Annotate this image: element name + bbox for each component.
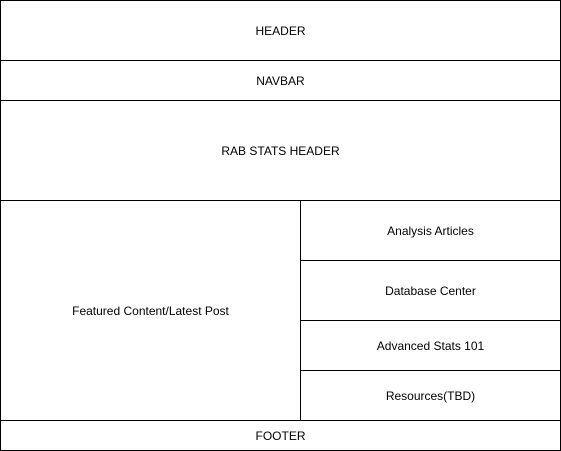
analysis-articles-block: Analysis Articles [300, 200, 561, 261]
analysis-articles-label: Analysis Articles [387, 223, 474, 238]
header-label: HEADER [255, 23, 306, 38]
navbar-block: NAVBAR [0, 60, 561, 101]
footer-label: FOOTER [255, 428, 306, 443]
rab-stats-header-block: RAB STATS HEADER [0, 100, 561, 201]
database-center-block: Database Center [300, 260, 561, 321]
featured-content-label: Featured Content/Latest Post [72, 303, 229, 318]
advanced-stats-block: Advanced Stats 101 [300, 320, 561, 371]
advanced-stats-label: Advanced Stats 101 [376, 338, 485, 353]
navbar-label: NAVBAR [256, 73, 305, 88]
header-block: HEADER [0, 0, 561, 61]
footer-block: FOOTER [0, 420, 561, 451]
database-center-label: Database Center [385, 283, 476, 298]
featured-content-block: Featured Content/Latest Post [0, 200, 301, 421]
resources-label: Resources(TBD) [385, 388, 476, 403]
rab-stats-header-label: RAB STATS HEADER [221, 143, 340, 158]
resources-block: Resources(TBD) [300, 370, 561, 421]
